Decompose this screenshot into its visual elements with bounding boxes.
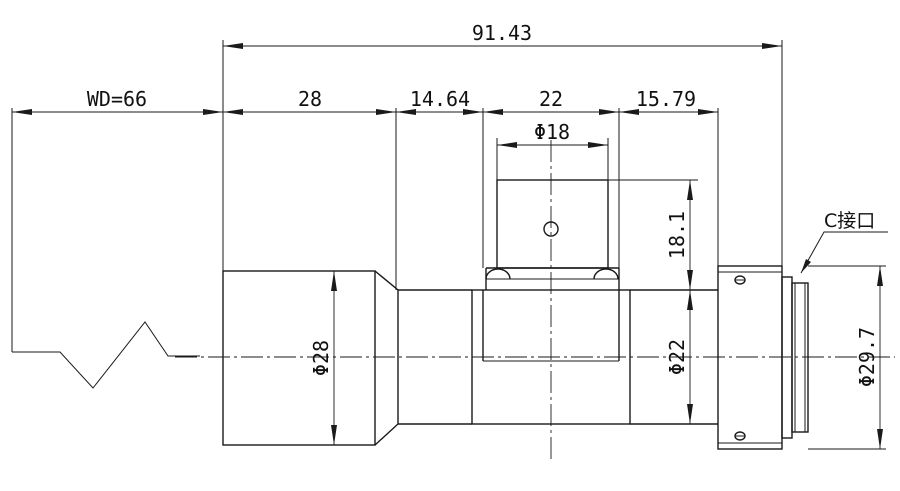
dim-mount-diameter: Φ29.7 — [808, 265, 886, 450]
section-3-length-label: 22 — [539, 87, 563, 111]
dim-top-diameter: Φ18 — [496, 120, 609, 180]
body-diameter-label: Φ22 — [665, 339, 689, 375]
dim-overall-length: 91.43 — [222, 21, 782, 108]
top-adjustment-block — [485, 140, 698, 460]
section-4-length-label: 15.79 — [636, 87, 696, 111]
c-mount-thread — [781, 276, 809, 439]
mid-body — [398, 108, 718, 425]
mount-label: C接口 — [824, 210, 875, 232]
working-distance-break-line — [11, 108, 200, 389]
dim-top-height: 18.1 — [665, 180, 693, 290]
dim-front-diameter: Φ28 — [309, 271, 337, 445]
front-barrel — [222, 108, 399, 446]
section-2-length-label: 14.64 — [410, 87, 470, 111]
top-height-label: 18.1 — [665, 211, 689, 259]
front-length-label: 28 — [298, 87, 322, 111]
top-diameter-label: Φ18 — [534, 120, 570, 144]
mount-diameter-label: Φ29.7 — [855, 327, 879, 387]
dim-row-sections: WD=66 28 14.64 22 15.79 — [12, 87, 718, 115]
c-mount-callout: C接口 — [800, 210, 888, 274]
rear-flange — [717, 40, 783, 450]
front-diameter-label: Φ28 — [309, 340, 333, 376]
dim-body-diameter: Φ22 — [665, 290, 693, 424]
overall-length-label: 91.43 — [472, 21, 532, 45]
working-distance-label: WD=66 — [87, 87, 147, 111]
